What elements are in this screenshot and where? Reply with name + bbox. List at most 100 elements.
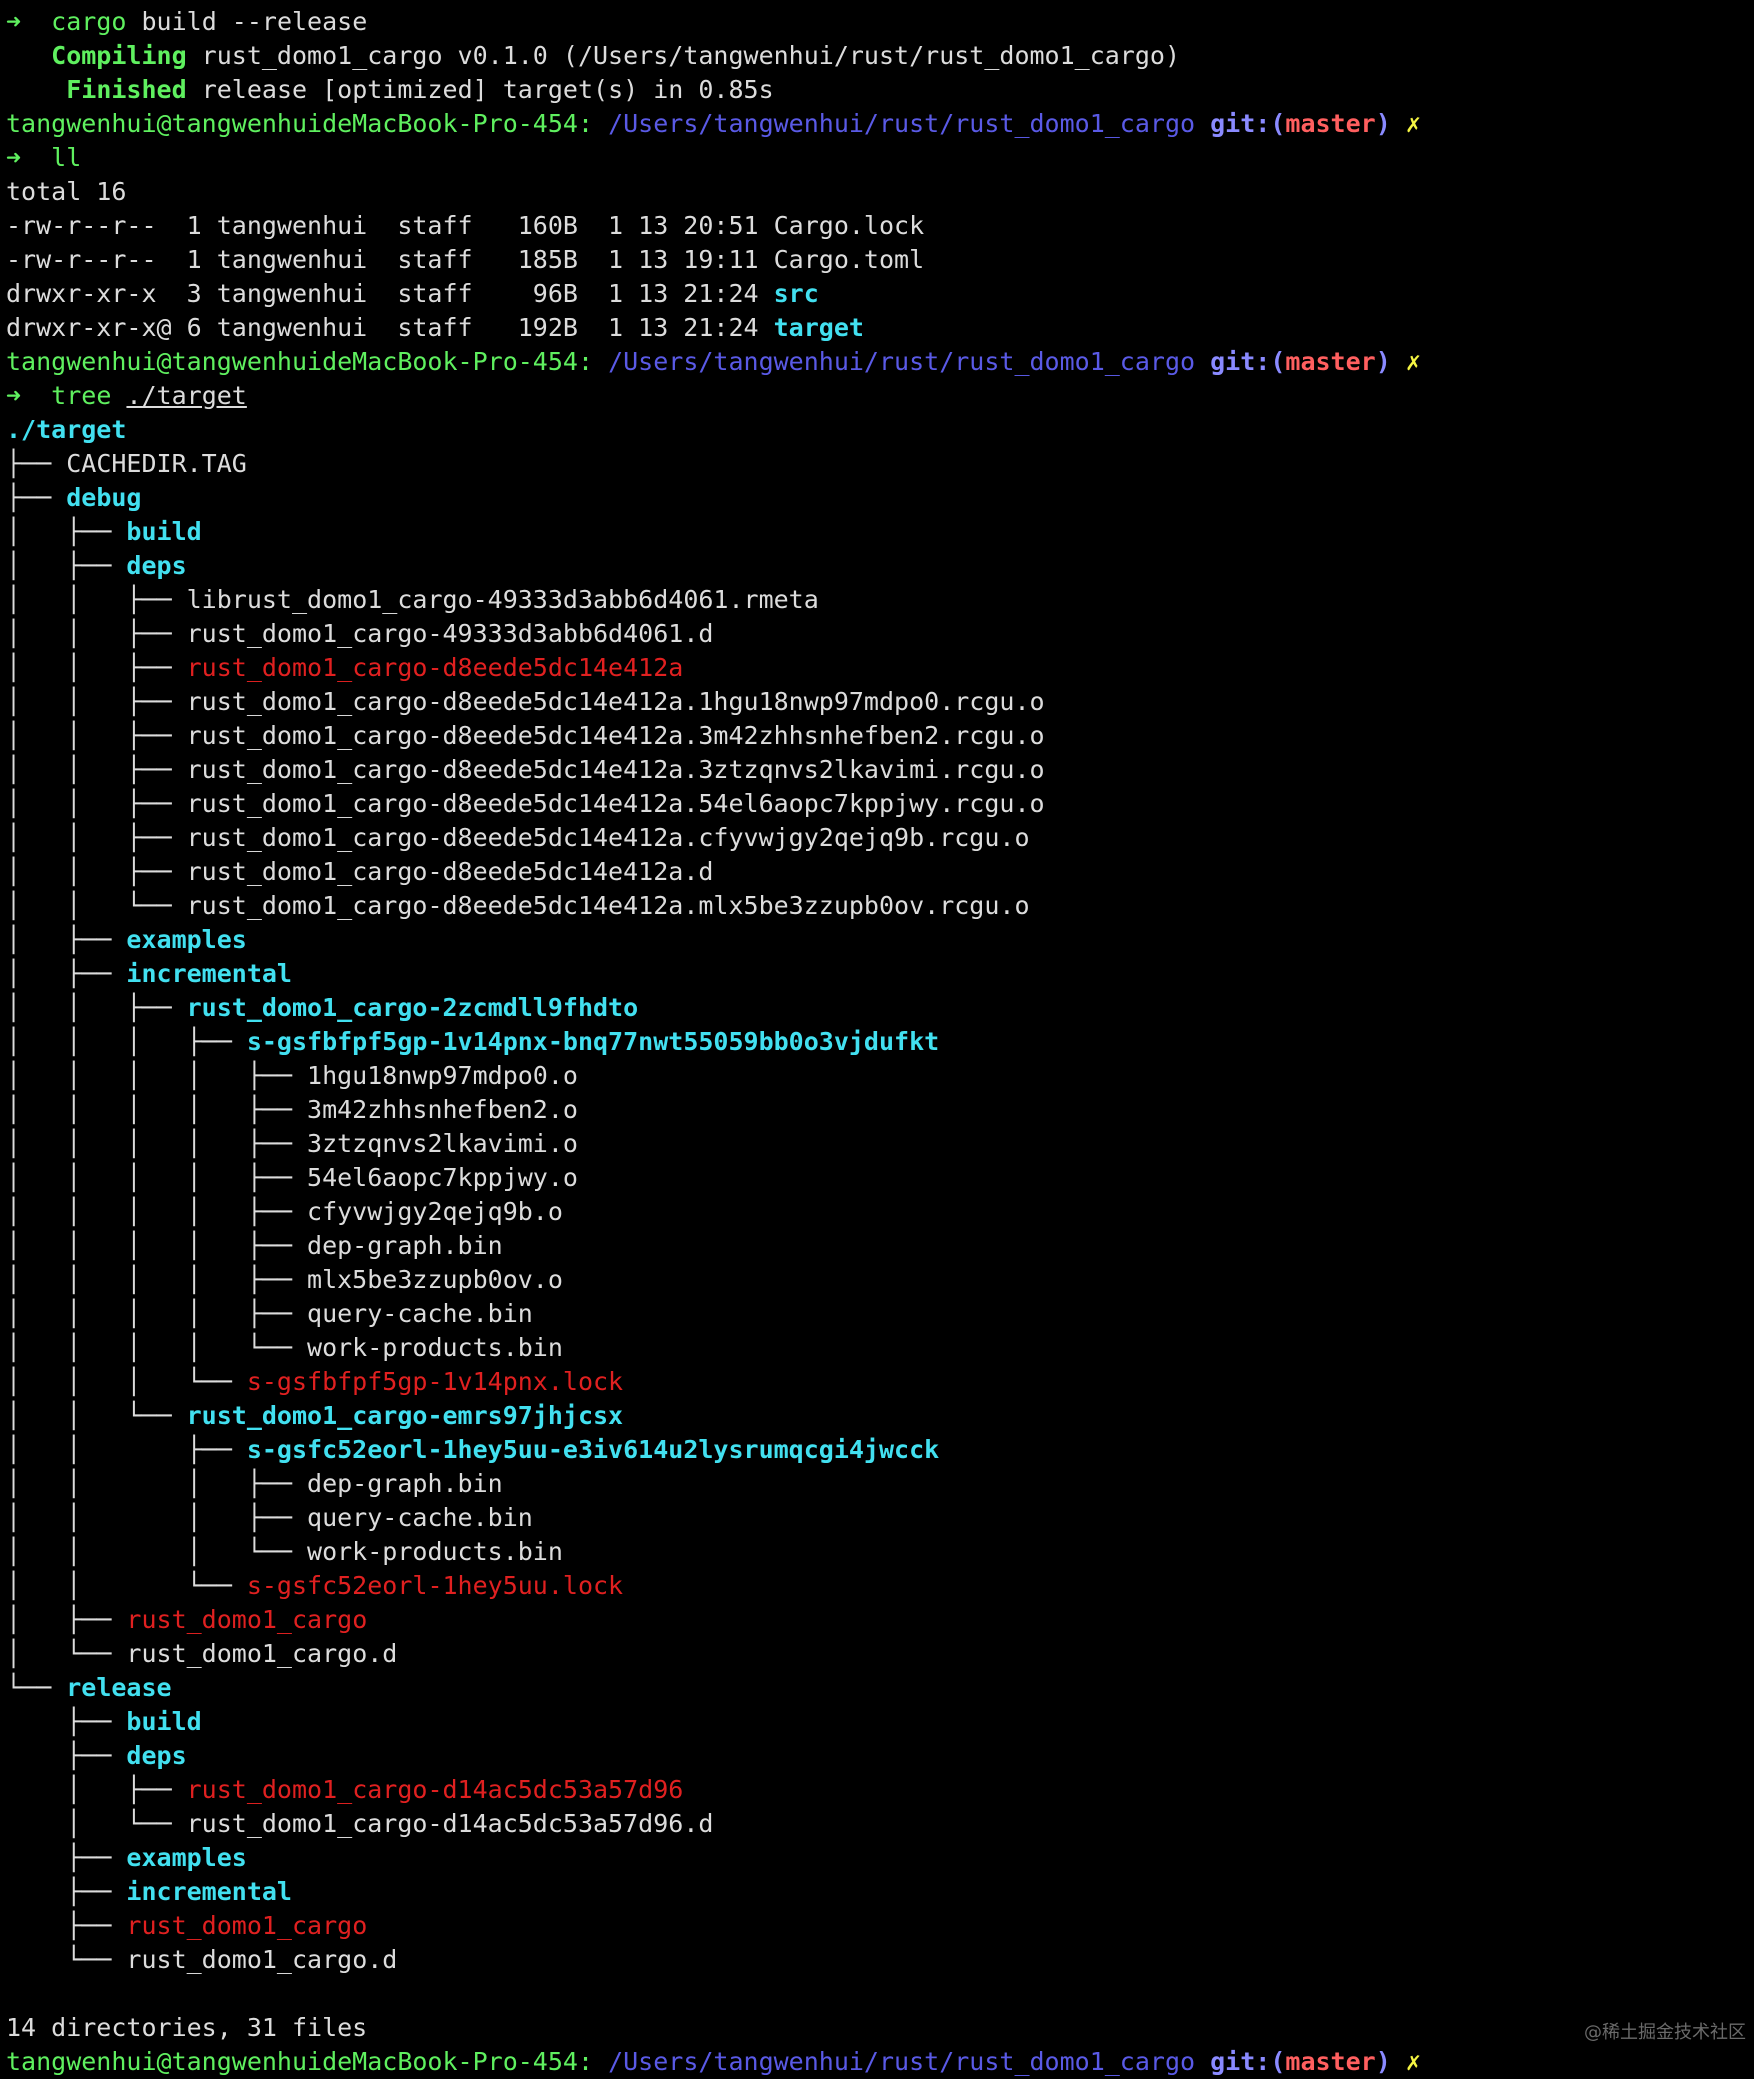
tree-entry: ├── examples xyxy=(6,1841,1746,1875)
tree-branch-glyphs: │ │ │ │ ├── xyxy=(6,1231,308,1260)
tree-entry: │ │ │ │ ├── query-cache.bin xyxy=(6,1297,1746,1331)
tree-directory-name: build xyxy=(126,517,202,546)
tree-file-name: rust_domo1_cargo-d14ac5dc53a57d96.d xyxy=(186,1809,714,1838)
tree-entry: │ │ │ ├── dep-graph.bin xyxy=(6,1467,1746,1501)
tree-branch-glyphs: └── xyxy=(6,1673,67,1702)
tree-file-name: rust_domo1_cargo xyxy=(126,1911,368,1940)
tree-branch-glyphs: ├── xyxy=(6,1877,127,1906)
tree-directory-name: release xyxy=(66,1673,172,1702)
tree-file-name: s-gsfc52eorl-1hey5uu.lock xyxy=(246,1571,624,1600)
ls-row-meta: -rw-r--r-- 1 tangwenhui staff 185B 1 13 … xyxy=(6,245,774,274)
tree-entry: │ │ ├── rust_domo1_cargo-2zcmdll9fhdto xyxy=(6,991,1746,1025)
tree-file-name: rust_domo1_cargo-d8eede5dc14e412a.3ztzqn… xyxy=(186,755,1045,784)
ll-command-line: ➜ ll xyxy=(6,141,1746,175)
dirty-mark-icon: ✗ xyxy=(1405,109,1421,138)
tree-directory-name: rust_domo1_cargo-2zcmdll9fhdto xyxy=(186,993,639,1022)
tree-directory-name: debug xyxy=(66,483,142,512)
tree-branch-glyphs: │ │ ├── xyxy=(6,585,187,614)
tree-file-name: work-products.bin xyxy=(307,1333,563,1362)
tree-entry: │ │ ├── rust_domo1_cargo-d8eede5dc14e412… xyxy=(6,685,1746,719)
tree-branch-glyphs: ├── xyxy=(6,1741,127,1770)
tree-entry: │ └── rust_domo1_cargo.d xyxy=(6,1637,1746,1671)
tree-entry: │ ├── rust_domo1_cargo-d14ac5dc53a57d96 xyxy=(6,1773,1746,1807)
tree-file-name: s-gsfbfpf5gp-1v14pnx.lock xyxy=(246,1367,624,1396)
tree-entry: │ ├── examples xyxy=(6,923,1746,957)
prompt-arrow-icon: ➜ xyxy=(6,7,22,36)
tree-file-name: work-products.bin xyxy=(307,1537,563,1566)
tree-branch-glyphs: │ │ ├── xyxy=(6,823,187,852)
tree-branch-glyphs: │ │ │ │ ├── xyxy=(6,1129,308,1158)
prompt-branch: master xyxy=(1285,109,1376,138)
tree-entry: ├── rust_domo1_cargo xyxy=(6,1909,1746,1943)
ls-row-meta: drwxr-xr-x 3 tangwenhui staff 96B 1 13 2… xyxy=(6,279,774,308)
ls-row-name: target xyxy=(773,313,864,342)
tree-directory-name: s-gsfbfpf5gp-1v14pnx-bnq77nwt55059bb0o3v… xyxy=(246,1027,940,1056)
tree-file-name: cfyvwjgy2qejq9b.o xyxy=(307,1197,563,1226)
tree-file-name: 54el6aopc7kppjwy.o xyxy=(307,1163,578,1192)
tree-file-name: rust_domo1_cargo.d xyxy=(126,1945,398,1974)
tree-branch-glyphs: │ │ │ │ └── xyxy=(6,1333,308,1362)
tree-entry: │ │ │ │ ├── 3m42zhhsnhefben2.o xyxy=(6,1093,1746,1127)
tree-branch-glyphs: │ │ ├── xyxy=(6,687,187,716)
finished-text: release [optimized] target(s) in 0.85s xyxy=(186,75,774,104)
command-path-arg[interactable]: ./target xyxy=(126,381,247,410)
finished-label: Finished xyxy=(66,75,187,104)
ls-row-name: src xyxy=(773,279,819,308)
tree-entry: └── rust_domo1_cargo.d xyxy=(6,1943,1746,1977)
tree-entry: │ │ │ │ ├── dep-graph.bin xyxy=(6,1229,1746,1263)
tree-file-name: rust_domo1_cargo.d xyxy=(126,1639,398,1668)
tree-entry: │ │ └── rust_domo1_cargo-d8eede5dc14e412… xyxy=(6,889,1746,923)
watermark: @稀土掘金技术社区 xyxy=(1584,2022,1746,2043)
tree-entry: │ │ └── rust_domo1_cargo-emrs97jhjcsx xyxy=(6,1399,1746,1433)
prompt-line: tangwenhui@tangwenhuideMacBook-Pro-454: … xyxy=(6,107,1746,141)
tree-command-line: ➜ tree ./target xyxy=(6,379,1746,413)
tree-branch-glyphs: │ │ ├── xyxy=(6,619,187,648)
compiling-line: Compiling rust_domo1_cargo v0.1.0 (/User… xyxy=(6,39,1746,73)
tree-branch-glyphs: │ │ │ │ ├── xyxy=(6,1299,308,1328)
compiling-label: Compiling xyxy=(51,41,187,70)
tree-branch-glyphs: │ │ ├── xyxy=(6,755,187,784)
tree-file-name: rust_domo1_cargo-d8eede5dc14e412a.mlx5be… xyxy=(186,891,1030,920)
prompt-git-close: ) xyxy=(1375,2047,1391,2076)
tree-directory-name: incremental xyxy=(126,959,292,988)
tree-entry: │ │ │ ├── query-cache.bin xyxy=(6,1501,1746,1535)
tree-entry: │ │ │ │ ├── 54el6aopc7kppjwy.o xyxy=(6,1161,1746,1195)
ls-row: drwxr-xr-x 3 tangwenhui staff 96B 1 13 2… xyxy=(6,277,1746,311)
tree-branch-glyphs: │ │ ├── xyxy=(6,721,187,750)
tree-entry: │ │ └── s-gsfc52eorl-1hey5uu.lock xyxy=(6,1569,1746,1603)
prompt-git-label: git:( xyxy=(1210,109,1286,138)
tree-file-name: 3ztzqnvs2lkavimi.o xyxy=(307,1129,578,1158)
prompt-arrow-icon: ➜ xyxy=(6,381,22,410)
tree-file-name: query-cache.bin xyxy=(307,1299,533,1328)
tree-file-name: rust_domo1_cargo-d8eede5dc14e412a xyxy=(186,653,684,682)
ls-total: total 16 xyxy=(6,177,127,206)
tree-branch-glyphs: │ │ │ │ ├── xyxy=(6,1163,308,1192)
tree-branch-glyphs: ├── xyxy=(6,1843,127,1872)
prompt-git-label: git:( xyxy=(1210,347,1286,376)
terminal-output[interactable]: ➜ cargo build --release Compiling rust_d… xyxy=(6,5,1746,2079)
prompt-user-host: tangwenhui@tangwenhuideMacBook-Pro-454: xyxy=(6,109,593,138)
tree-file-name: rust_domo1_cargo-d8eede5dc14e412a.d xyxy=(186,857,714,886)
tree-directory-name: s-gsfc52eorl-1hey5uu-e3iv614u2lysrumqcgi… xyxy=(246,1435,940,1464)
ls-row: -rw-r--r-- 1 tangwenhui staff 160B 1 13 … xyxy=(6,209,1746,243)
tree-root: ./target xyxy=(6,415,127,444)
tree-directory-name: deps xyxy=(126,551,187,580)
tree-entry: │ ├── build xyxy=(6,515,1746,549)
tree-entry: ├── incremental xyxy=(6,1875,1746,1909)
tree-file-name: dep-graph.bin xyxy=(307,1231,503,1260)
tree-listing: ├── CACHEDIR.TAG├── debug│ ├── build│ ├─… xyxy=(6,447,1746,1977)
tree-entry: │ │ │ │ └── work-products.bin xyxy=(6,1331,1746,1365)
tree-file-name: rust_domo1_cargo-d8eede5dc14e412a.cfyvwj… xyxy=(186,823,1030,852)
ls-listing: -rw-r--r-- 1 tangwenhui staff 160B 1 13 … xyxy=(6,209,1746,345)
prompt-path: /Users/tangwenhui/rust/rust_domo1_cargo xyxy=(608,109,1196,138)
tree-directory-name: rust_domo1_cargo-emrs97jhjcsx xyxy=(186,1401,624,1430)
tree-file-name: rust_domo1_cargo-d14ac5dc53a57d96 xyxy=(186,1775,684,1804)
tree-branch-glyphs: │ │ └── xyxy=(6,1571,247,1600)
tree-branch-glyphs: │ │ └── xyxy=(6,1401,187,1430)
tree-branch-glyphs: ├── xyxy=(6,1707,127,1736)
tree-entry: │ ├── incremental xyxy=(6,957,1746,991)
prompt-line: tangwenhui@tangwenhuideMacBook-Pro-454: … xyxy=(6,345,1746,379)
tree-branch-glyphs: │ ├── xyxy=(6,925,127,954)
tree-directory-name: incremental xyxy=(126,1877,292,1906)
tree-directory-name: build xyxy=(126,1707,202,1736)
